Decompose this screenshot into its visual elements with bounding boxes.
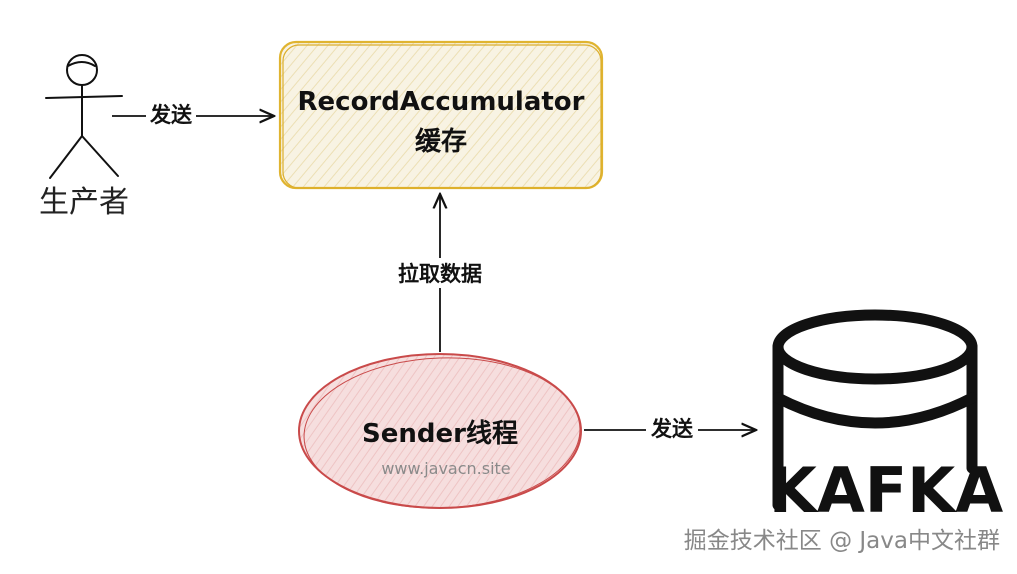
sender-thread-title: Sender线程 [362,419,518,449]
kafka-label: KAFKA [769,454,1003,527]
producer-stick-figure-icon [45,54,123,179]
record-accumulator-subtitle: 缓存 [415,126,467,157]
sender-thread-url: www.javacn.site [381,459,510,478]
edge-label-bg [390,258,490,288]
kafka-database-icon [772,309,978,511]
edge-label-sender-to-kafka: 发送 [650,417,694,441]
record-accumulator-title: RecordAccumulator [298,87,585,117]
watermark-text: 掘金技术社区 @ Java中文社群 [684,528,1000,554]
edge-label-bg [146,100,196,128]
record-accumulator-box [278,40,604,190]
edge-label-sender-to-accumulator: 拉取数据 [398,262,482,286]
edge-label-producer-to-accumulator: 发送 [149,103,193,127]
sender-thread-ellipse [298,353,582,509]
producer-label: 生产者 [39,185,129,220]
edge-label-bg [646,414,698,442]
